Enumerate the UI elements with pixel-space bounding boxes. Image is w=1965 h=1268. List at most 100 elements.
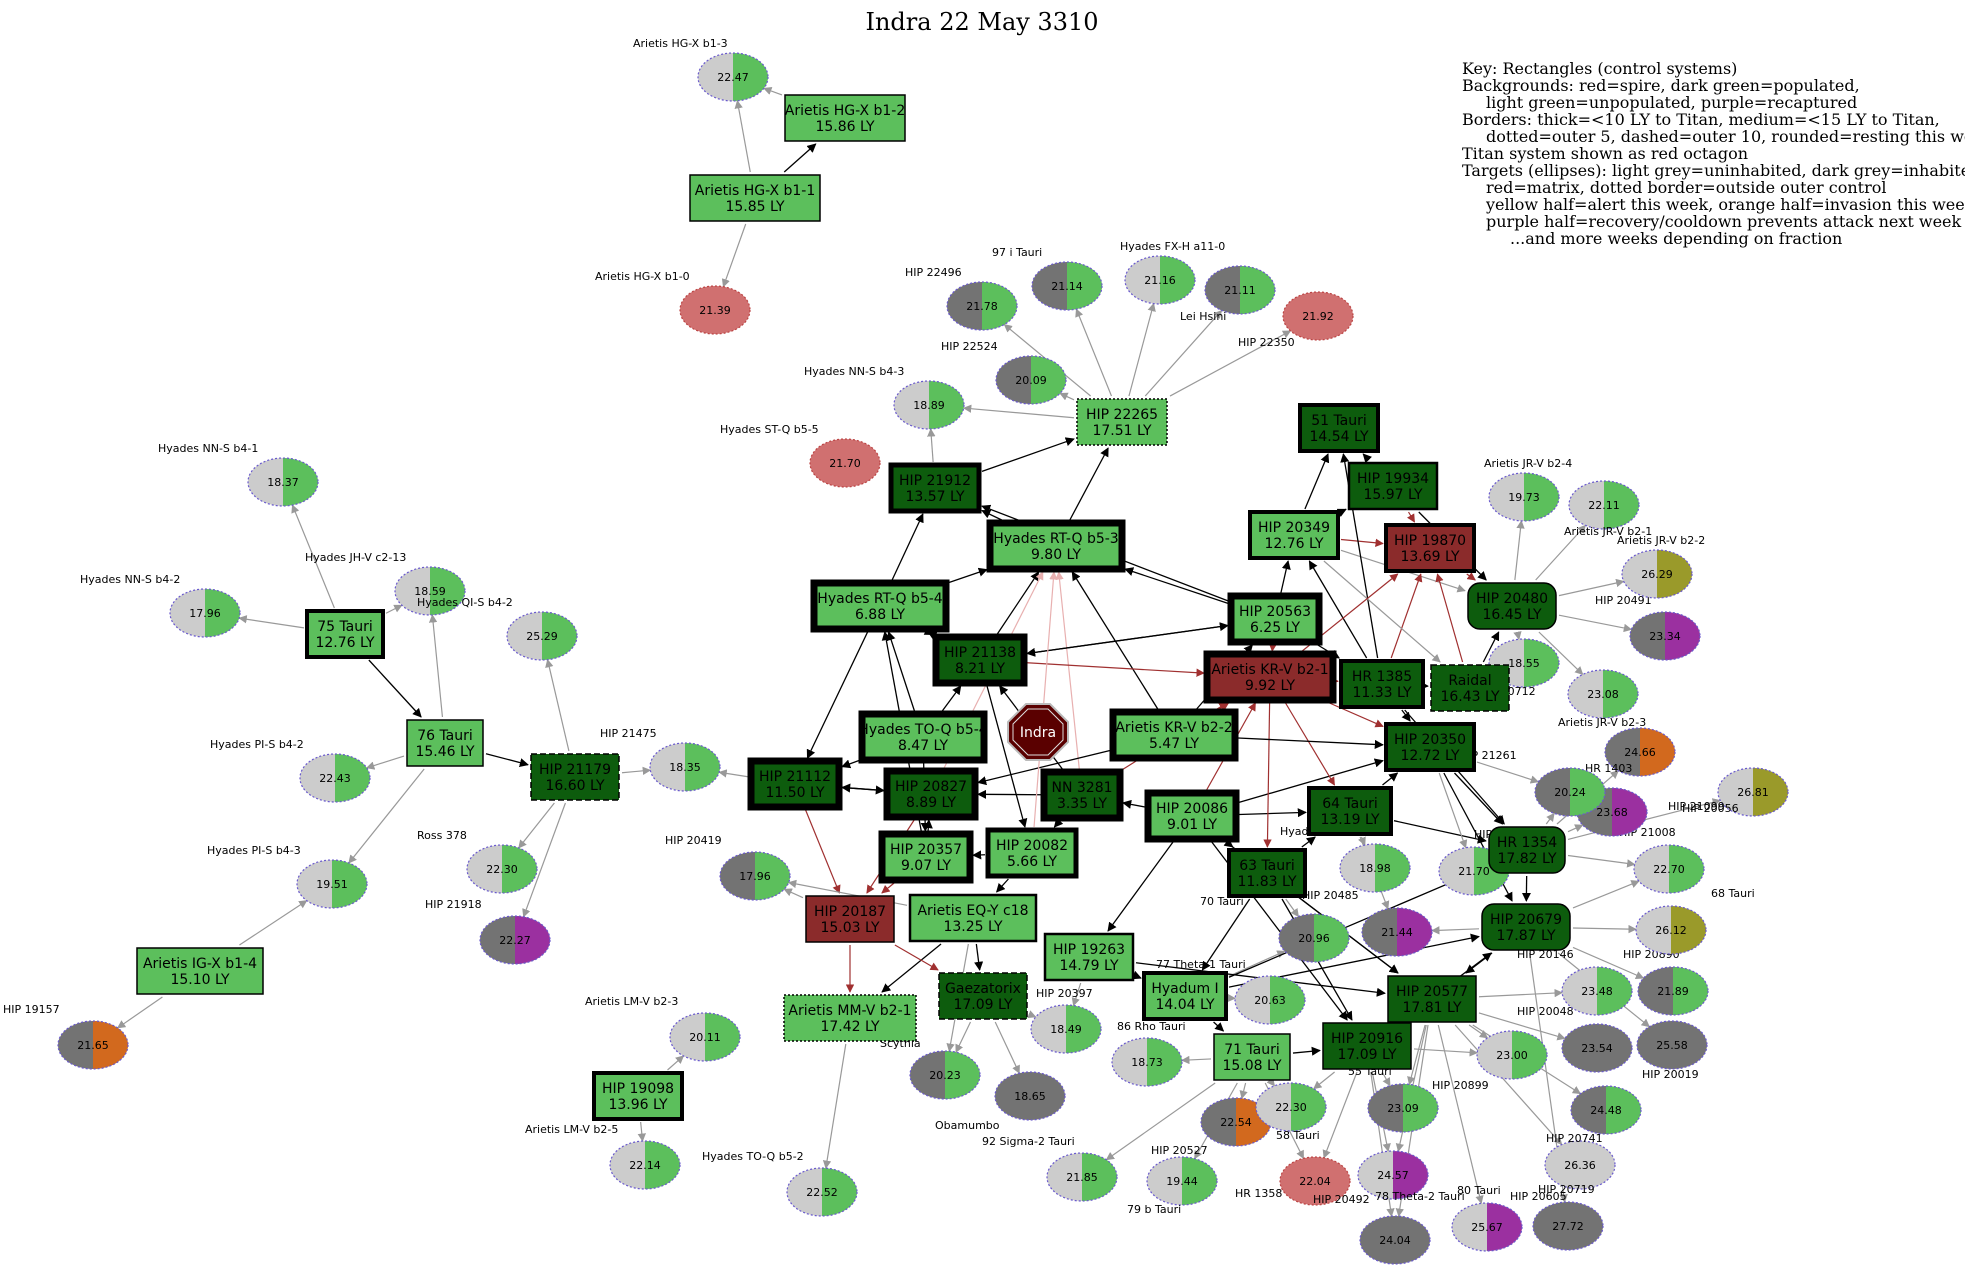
- titan-node[interactable]: Indra: [1007, 703, 1069, 761]
- system-arietis-hg-x-b1-1[interactable]: Arietis HG-X b1-115.85 LY: [689, 174, 821, 222]
- system-arietis-mm-v-b2-1[interactable]: Arietis MM-V b2-117.42 LY: [783, 994, 917, 1042]
- system-arietis-hg-x-b1-2[interactable]: Arietis HG-X b1-215.86 LY: [784, 94, 906, 142]
- system-arietis-kr-v-b2-1[interactable]: Arietis KR-V b2-19.92 LY: [1203, 650, 1337, 704]
- system-hyades-to-q-b5-4[interactable]: Hyades TO-Q b5-48.47 LY: [858, 710, 988, 764]
- system-hyadum-i[interactable]: Hyadum I14.04 LY: [1142, 971, 1228, 1021]
- system-arietis-kr-v-b2-2[interactable]: Arietis KR-V b2-25.47 LY: [1109, 708, 1239, 762]
- system-hyades-rt-q-b5-3[interactable]: Hyades RT-Q b5-39.80 LY: [986, 519, 1126, 573]
- system-arietis-ig-x-b1-4[interactable]: Arietis IG-X b1-415.10 LY: [136, 947, 264, 995]
